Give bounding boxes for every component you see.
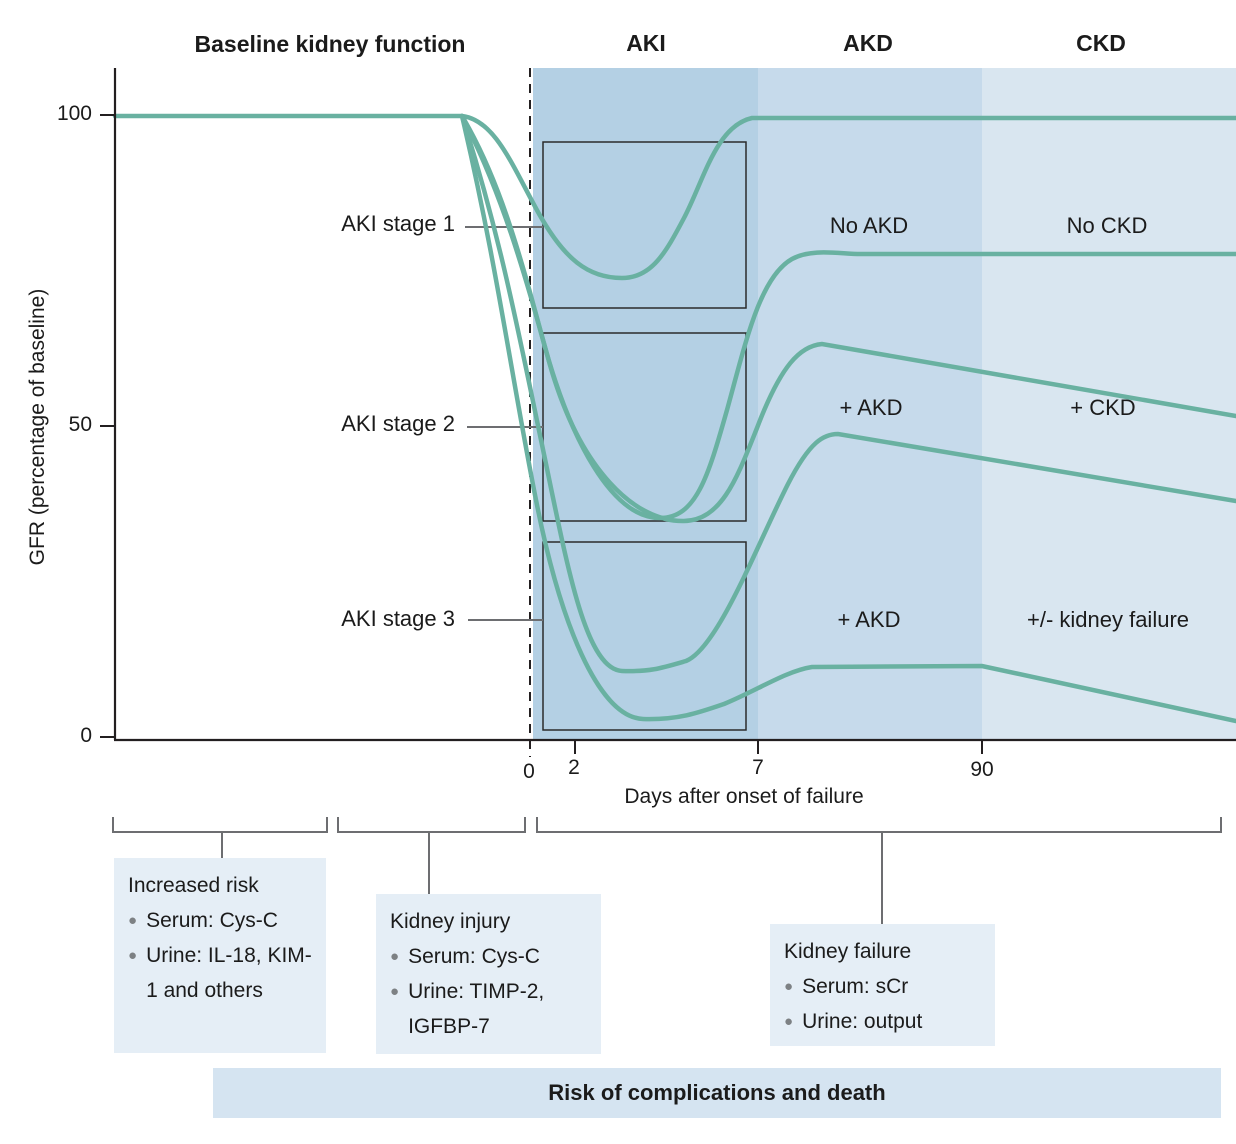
bullet-label: Urine: IL-18, KIM-1 and others (146, 944, 312, 1002)
increased-risk-box: Increased risk ● Serum: Cys-C ● Urine: I… (114, 858, 326, 1053)
axis-ticks (100, 114, 983, 754)
kidney-injury-title: Kidney injury (390, 910, 511, 933)
list-item: ● Urine: TIMP-2, IGFBP-7 (390, 974, 587, 1044)
x-axis-label: Days after onset of failure (624, 785, 864, 808)
stage-leader-lines (465, 226, 543, 621)
aki-phase-band (533, 68, 758, 740)
bullet-label: Urine: output (802, 1010, 923, 1033)
bullet-label: Serum: Cys-C (408, 945, 540, 968)
list-item: ● Urine: output (784, 1004, 981, 1039)
curve-stage2-plus-akd (459, 113, 1236, 524)
bullet-icon: ● (128, 912, 138, 929)
kidney-failure-bracket (536, 817, 1222, 924)
aki-stage-1-label: AKI stage 1 (341, 211, 455, 236)
kidney-failure-box: Kidney failure ● Serum: sCr ● Urine: out… (770, 924, 995, 1046)
bullet-icon: ● (784, 978, 794, 995)
increased-risk-title: Increased risk (128, 874, 259, 897)
axes (113, 68, 1236, 742)
kidney-failure-title: Kidney failure (784, 940, 912, 963)
phase-header-ckd: CKD (1076, 30, 1126, 56)
ckd-phase-band (982, 68, 1236, 740)
bullet-label: Serum: Cys-C (146, 909, 278, 932)
plus-ckd-label: + CKD (1070, 395, 1136, 420)
aki-stage-2-label: AKI stage 2 (341, 411, 455, 436)
kidney-failure-outcome-label: +/- kidney failure (1026, 607, 1190, 632)
list-item: ● Serum: Cys-C (128, 903, 312, 938)
list-item: ● Urine: IL-18, KIM-1 and others (128, 938, 312, 1008)
x-tick-label-7: 7 (752, 756, 764, 779)
plus-akd-upper-label: + AKD (839, 395, 903, 420)
gfr-curves (112, 113, 1236, 724)
y-tick-label-0: 0 (80, 724, 92, 747)
x-tick-label-90: 90 (970, 758, 994, 781)
phase-header-akd: AKD (843, 30, 893, 56)
bullet-label: Serum: sCr (802, 975, 909, 998)
bullet-icon: ● (128, 947, 138, 964)
y-tick-label-50: 50 (68, 413, 92, 436)
list-item: ● Serum: Cys-C (390, 939, 587, 974)
bullet-icon: ● (784, 1013, 794, 1030)
curve-stage3-plus-akd (459, 113, 1236, 674)
y-axis-label: GFR (percentage of baseline) (26, 288, 49, 566)
baseline-kidney-function-title: Baseline kidney function (194, 31, 466, 57)
bullet-icon: ● (390, 948, 400, 965)
kidney-injury-bracket (337, 817, 526, 894)
bullet-label: Urine: TIMP-2, IGFBP-7 (408, 980, 545, 1038)
no-ckd-label: No CKD (1066, 213, 1148, 238)
aki-stage-3-label: AKI stage 3 (341, 606, 455, 631)
x-tick-label-2: 2 (568, 756, 580, 779)
plus-akd-lower-label: + AKD (837, 607, 901, 632)
phase-header-aki: AKI (626, 30, 666, 56)
risk-banner: Risk of complications and death (213, 1068, 1221, 1118)
list-item: ● Serum: sCr (784, 969, 981, 1004)
range-brackets (112, 817, 1222, 924)
kidney-injury-box: Kidney injury ● Serum: Cys-C ● Urine: TI… (376, 894, 601, 1054)
akd-phase-band (758, 68, 982, 740)
bullet-icon: ● (390, 983, 400, 1000)
curve-stage1-full-recovery (112, 113, 1236, 281)
curve-stage3-kidney-failure (459, 113, 1236, 724)
x-tick-label-0: 0 (523, 760, 535, 783)
no-akd-label: No AKD (829, 213, 909, 238)
aki-stage-3-box (542, 541, 747, 731)
increased-risk-bracket (112, 817, 328, 858)
y-tick-label-100: 100 (56, 102, 92, 125)
